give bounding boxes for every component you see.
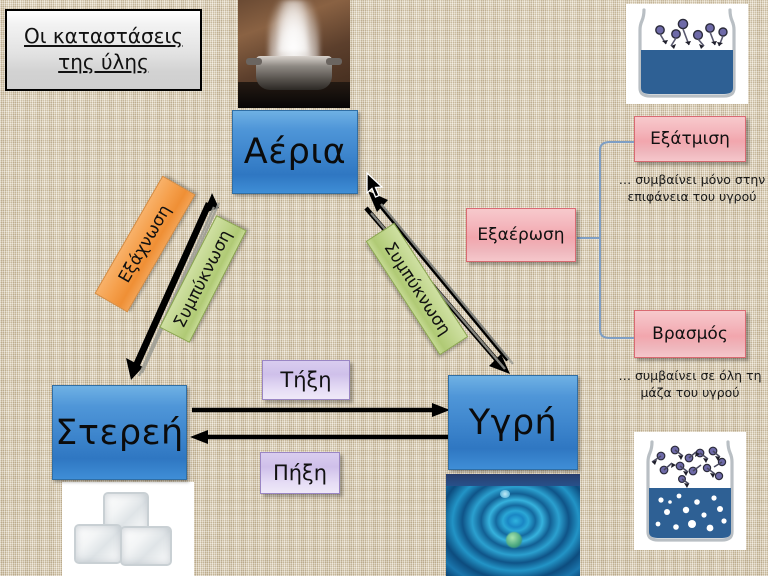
steam-pot-photo (238, 0, 350, 108)
caption-evaporation: … συμβαίνει μόνο στην επιφάνεια του υγρο… (618, 172, 766, 204)
process-box-condensation-right[interactable]: Συμπύκνωση (365, 222, 469, 356)
ice-cubes-photo (62, 482, 194, 576)
state-box-solid[interactable]: Στερεή (52, 385, 187, 480)
title-line-1: Οι καταστάσεις (24, 24, 183, 49)
process-label-vaporization: Εξαέρωση (477, 225, 565, 245)
process-box-vaporization[interactable]: Εξαέρωση (466, 208, 576, 262)
process-label-freezing: Πήξη (272, 461, 328, 485)
process-label-melting: Τήξη (280, 368, 332, 392)
condensation-left-arrowhead (126, 358, 143, 380)
state-label-gas: Αέρια (243, 132, 347, 172)
process-box-evaporation[interactable]: Εξάτμιση (634, 116, 746, 162)
title-line-2: της ύλης (58, 50, 149, 74)
process-label-condensation-right: Συμπύκνωση (379, 238, 455, 340)
freezing-arrowhead (190, 430, 208, 444)
process-box-melting[interactable]: Τήξη (262, 360, 350, 400)
state-label-liquid: Υγρή (468, 402, 558, 443)
water-horizon (446, 474, 580, 486)
process-label-boiling: Βρασμός (652, 324, 728, 344)
state-label-solid: Στερεή (55, 412, 184, 453)
process-label-condensation-left: Συμπύκνωση (169, 226, 237, 332)
process-label-evaporation: Εξάτμιση (650, 129, 730, 149)
water-drop-center (506, 532, 522, 548)
mouse-pointer-icon (366, 172, 384, 198)
water-droplet-splash (500, 490, 510, 498)
process-box-freezing[interactable]: Πήξη (260, 452, 340, 494)
water-ripples-photo (446, 474, 580, 576)
cooking-pot (246, 56, 342, 90)
process-box-boiling[interactable]: Βρασμός (634, 310, 746, 358)
steam-plume-inner (278, 0, 308, 52)
ice-cube (120, 526, 172, 566)
process-label-sublimation: Εξάχνωση (114, 201, 176, 287)
state-box-liquid[interactable]: Υγρή (448, 375, 578, 470)
state-box-gas[interactable]: Αέρια (232, 110, 358, 194)
vaporization-arrowhead (489, 354, 510, 374)
beaker-evaporation-svg (638, 8, 736, 98)
sublimation-arrowhead (204, 193, 219, 213)
beaker-evaporation-diagram (626, 4, 748, 104)
ice-cube (74, 524, 122, 564)
beaker-boiling-svg (634, 432, 746, 550)
beaker-boiling-diagram (634, 432, 746, 550)
page-title: Οι καταστάσεις της ύλης (5, 9, 202, 91)
caption-boiling: … συμβαίνει σε όλη τη μάζα του υγρού (618, 368, 762, 400)
